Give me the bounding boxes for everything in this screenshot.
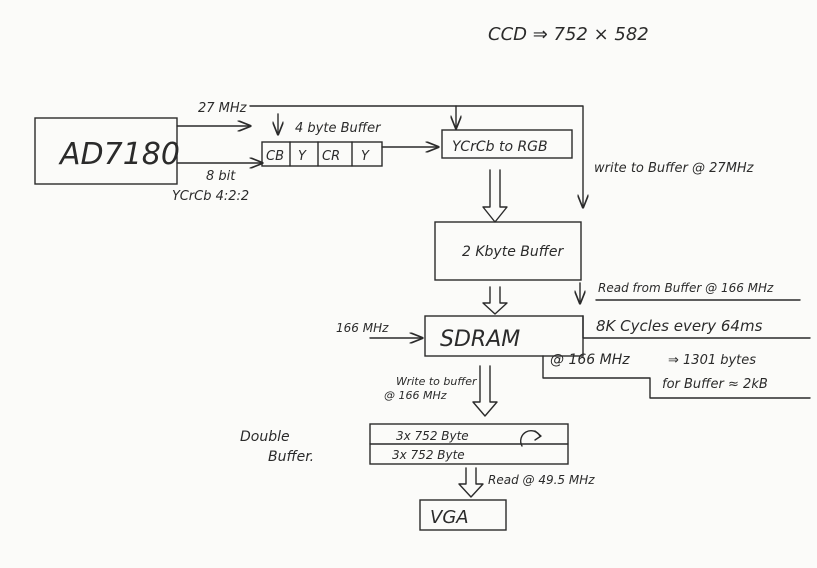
clock-distribution-line <box>249 105 583 207</box>
2kbuffer-to-sdram-arrow <box>482 286 508 315</box>
write166-label: @ 166 MHz <box>384 389 447 402</box>
sdram-to-doublebuffer-arrow <box>472 365 498 417</box>
buffer4-cell: CR <box>322 149 340 164</box>
write166-label: Write to buffer <box>396 375 478 388</box>
doublebuffer-to-vga-arrow <box>458 467 484 498</box>
buffer4-cell: CB <box>266 149 284 164</box>
cycles-bracket <box>582 315 811 339</box>
buffer4-cell: Y <box>361 149 370 164</box>
ycbcr-label: YCrCb 4:2:2 <box>172 189 249 204</box>
clk166-label: 166 MHz <box>336 321 389 335</box>
sdram-label: SDRAM <box>440 327 520 352</box>
vga-block <box>419 499 507 531</box>
read166-label: Read from Buffer @ 166 MHz <box>598 281 774 295</box>
clk27-label: 27 MHz <box>198 101 248 116</box>
read49-label: Read @ 49.5 MHz <box>488 473 595 487</box>
bits8-label: 8 bit <box>206 169 236 184</box>
buffer4-block <box>261 141 383 167</box>
calc-bracket <box>542 355 811 399</box>
swap-icon-head <box>534 430 542 441</box>
kbyte-buffer-label: 2 Kbyte Buffer <box>462 244 564 260</box>
title-ccd: CCD ⇒ 752 × 582 <box>488 24 649 45</box>
buffer4-cell: Y <box>298 149 307 164</box>
vga-label: VGA <box>430 507 469 528</box>
double-buffer-row: 3x 752 Byte <box>396 429 469 443</box>
cycles-label: 8K Cycles every 64ms <box>596 317 763 335</box>
buffer4-label: 4 byte Buffer <box>295 121 382 136</box>
ycrcb-rgb-label: YCrCb to RGB <box>452 139 548 155</box>
double-buffer-label: Double <box>240 429 290 445</box>
ad7180-block <box>34 117 178 185</box>
forbuffer-label: for Buffer ≈ 2kB <box>662 377 768 392</box>
converter-to-2kbuffer-arrow <box>482 169 508 223</box>
write27-label: write to Buffer @ 27MHz <box>594 161 755 176</box>
double-buffer-row: 3x 752 Byte <box>392 448 465 462</box>
bytes1301-label: ⇒ 1301 bytes <box>668 353 756 368</box>
ad7180-label: AD7180 <box>58 137 180 172</box>
at166-label: @ 166 MHz <box>550 352 630 368</box>
kbyte-buffer-block <box>434 221 582 281</box>
double-buffer-label: Buffer. <box>268 449 314 465</box>
ycrcb-rgb-block <box>441 129 573 159</box>
